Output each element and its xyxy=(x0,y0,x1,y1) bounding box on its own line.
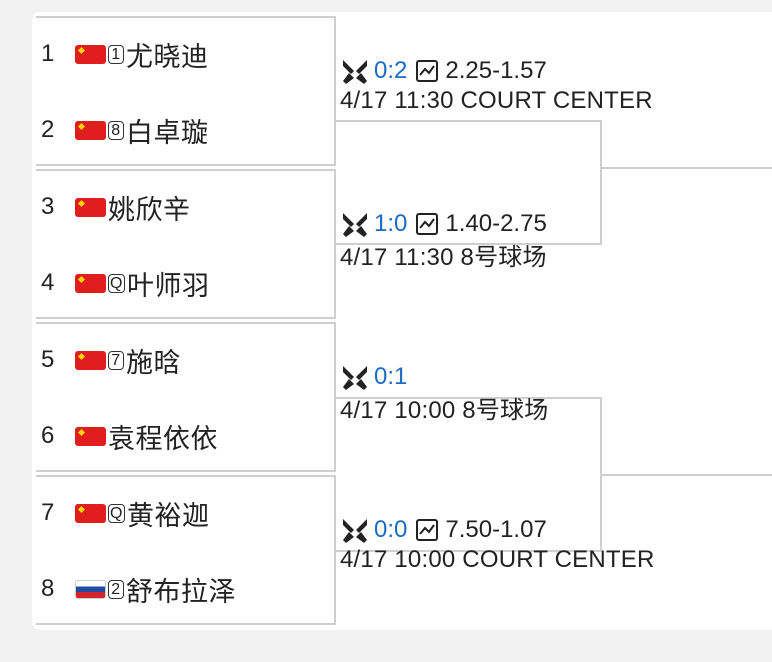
draw-position: 6 xyxy=(41,422,55,449)
china-flag-icon xyxy=(75,197,106,217)
match-schedule: 4/17 10:00 8号球场 xyxy=(340,396,549,424)
head-to-head-score[interactable]: 0:1 xyxy=(374,363,408,390)
player-name[interactable]: 施晗 xyxy=(126,347,181,378)
crossed-swords-icon[interactable] xyxy=(340,516,370,544)
match-schedule: 4/17 11:30 COURT CENTER xyxy=(340,87,653,114)
qualifier-tag: Q xyxy=(108,503,125,523)
odds-text: 1.40-2.75 xyxy=(445,210,547,237)
player-row[interactable]: 1 1 尤晓迪 xyxy=(32,33,209,75)
bracket-line-next xyxy=(602,167,772,169)
draw-position: 2 xyxy=(41,116,55,143)
player-name[interactable]: 舒布拉泽 xyxy=(126,576,236,607)
seed-tag: 1 xyxy=(108,44,124,64)
match-info[interactable]: 1:0 1.40-2.75 4/17 11:30 8号球场 xyxy=(340,209,547,271)
crossed-swords-icon[interactable] xyxy=(340,57,370,85)
china-flag-icon xyxy=(75,503,106,523)
player-name[interactable]: 黄裕迦 xyxy=(126,500,210,531)
player-row[interactable]: 4 Q 叶师羽 xyxy=(32,262,209,304)
china-flag-icon xyxy=(75,273,106,293)
match-info[interactable]: 0:1 4/17 10:00 8号球场 xyxy=(340,362,549,424)
qualifier-tag: Q xyxy=(108,273,125,293)
bracket-line-next xyxy=(602,474,772,476)
seed-tag: 7 xyxy=(108,350,124,370)
match-info[interactable]: 0:2 2.25-1.57 4/17 11:30 COURT CENTER xyxy=(340,56,653,116)
player-name[interactable]: 袁程依依 xyxy=(108,423,218,454)
player-row[interactable]: 8 2 舒布拉泽 xyxy=(32,568,236,610)
player-row[interactable]: 7 Q 黄裕迦 xyxy=(32,492,209,534)
crossed-swords-icon[interactable] xyxy=(340,363,370,391)
crossed-swords-icon[interactable] xyxy=(340,210,370,238)
match-box-4 xyxy=(36,475,336,625)
china-flag-icon xyxy=(75,44,106,64)
bracket-connector-top xyxy=(336,120,602,245)
draw-position: 8 xyxy=(41,575,55,602)
player-row[interactable]: 3 姚欣辛 xyxy=(32,186,191,228)
odds-text: 7.50-1.07 xyxy=(445,516,547,543)
draw-position: 4 xyxy=(41,269,55,296)
draw-card: 1 1 尤晓迪 2 8 白卓璇 3 姚欣辛 4 Q 叶师羽 5 7 施晗 6 袁… xyxy=(32,12,772,630)
player-name[interactable]: 姚欣辛 xyxy=(108,194,191,225)
player-row[interactable]: 6 袁程依依 xyxy=(32,415,218,457)
draw-position: 5 xyxy=(41,346,55,373)
seed-tag: 2 xyxy=(108,579,124,599)
match-box-1 xyxy=(36,16,336,166)
player-name[interactable]: 尤晓迪 xyxy=(126,41,209,72)
russia-flag-icon xyxy=(75,579,106,599)
player-row[interactable]: 5 7 施晗 xyxy=(32,339,181,381)
trend-chart-icon[interactable] xyxy=(415,518,439,542)
match-schedule: 4/17 10:00 COURT CENTER xyxy=(340,546,655,573)
match-box-2 xyxy=(36,169,336,319)
china-flag-icon xyxy=(75,350,106,370)
bracket-connector-bottom xyxy=(336,397,602,552)
head-to-head-score[interactable]: 0:0 xyxy=(374,516,408,543)
seed-tag: 8 xyxy=(108,120,124,140)
player-row[interactable]: 2 8 白卓璇 xyxy=(32,109,209,151)
match-info[interactable]: 0:0 7.50-1.07 4/17 10:00 COURT CENTER xyxy=(340,515,655,575)
player-name[interactable]: 叶师羽 xyxy=(126,270,210,301)
trend-chart-icon[interactable] xyxy=(415,212,439,236)
match-schedule: 4/17 11:30 8号球场 xyxy=(340,243,547,271)
draw-position: 1 xyxy=(41,40,55,67)
draw-position: 7 xyxy=(41,499,55,526)
match-box-3 xyxy=(36,322,336,472)
odds-text: 2.25-1.57 xyxy=(445,57,547,84)
china-flag-icon xyxy=(75,426,106,446)
player-name[interactable]: 白卓璇 xyxy=(126,117,209,148)
trend-chart-icon[interactable] xyxy=(415,59,439,83)
china-flag-icon xyxy=(75,120,106,140)
head-to-head-score[interactable]: 1:0 xyxy=(374,210,408,237)
head-to-head-score[interactable]: 0:2 xyxy=(374,57,408,84)
draw-position: 3 xyxy=(41,193,55,220)
